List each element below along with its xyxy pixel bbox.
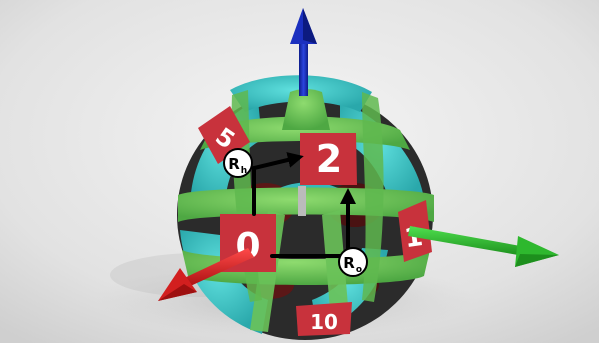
green-band-right-vertical xyxy=(362,92,384,302)
face-bottom-number: 10 xyxy=(310,310,338,334)
face-top: 2 xyxy=(300,133,357,185)
label-r-h-main: R xyxy=(228,155,240,173)
rotation-arrow-h xyxy=(252,152,304,216)
label-r-o: R o xyxy=(338,247,368,277)
green-band-top-vertical xyxy=(282,89,330,130)
label-r-o-sub: o xyxy=(356,265,362,275)
face-bottom: 10 xyxy=(296,302,352,336)
green-band-lower-vertical-right xyxy=(322,210,350,333)
y-axis-green xyxy=(408,226,559,267)
z-axis-blue xyxy=(290,8,317,96)
x-axis-red xyxy=(158,248,254,301)
label-r-h: R h xyxy=(223,148,253,178)
face-top-number: 2 xyxy=(316,137,342,181)
label-r-o-main: R xyxy=(343,254,355,272)
label-r-h-sub: h xyxy=(241,166,247,176)
center-post xyxy=(298,186,306,216)
